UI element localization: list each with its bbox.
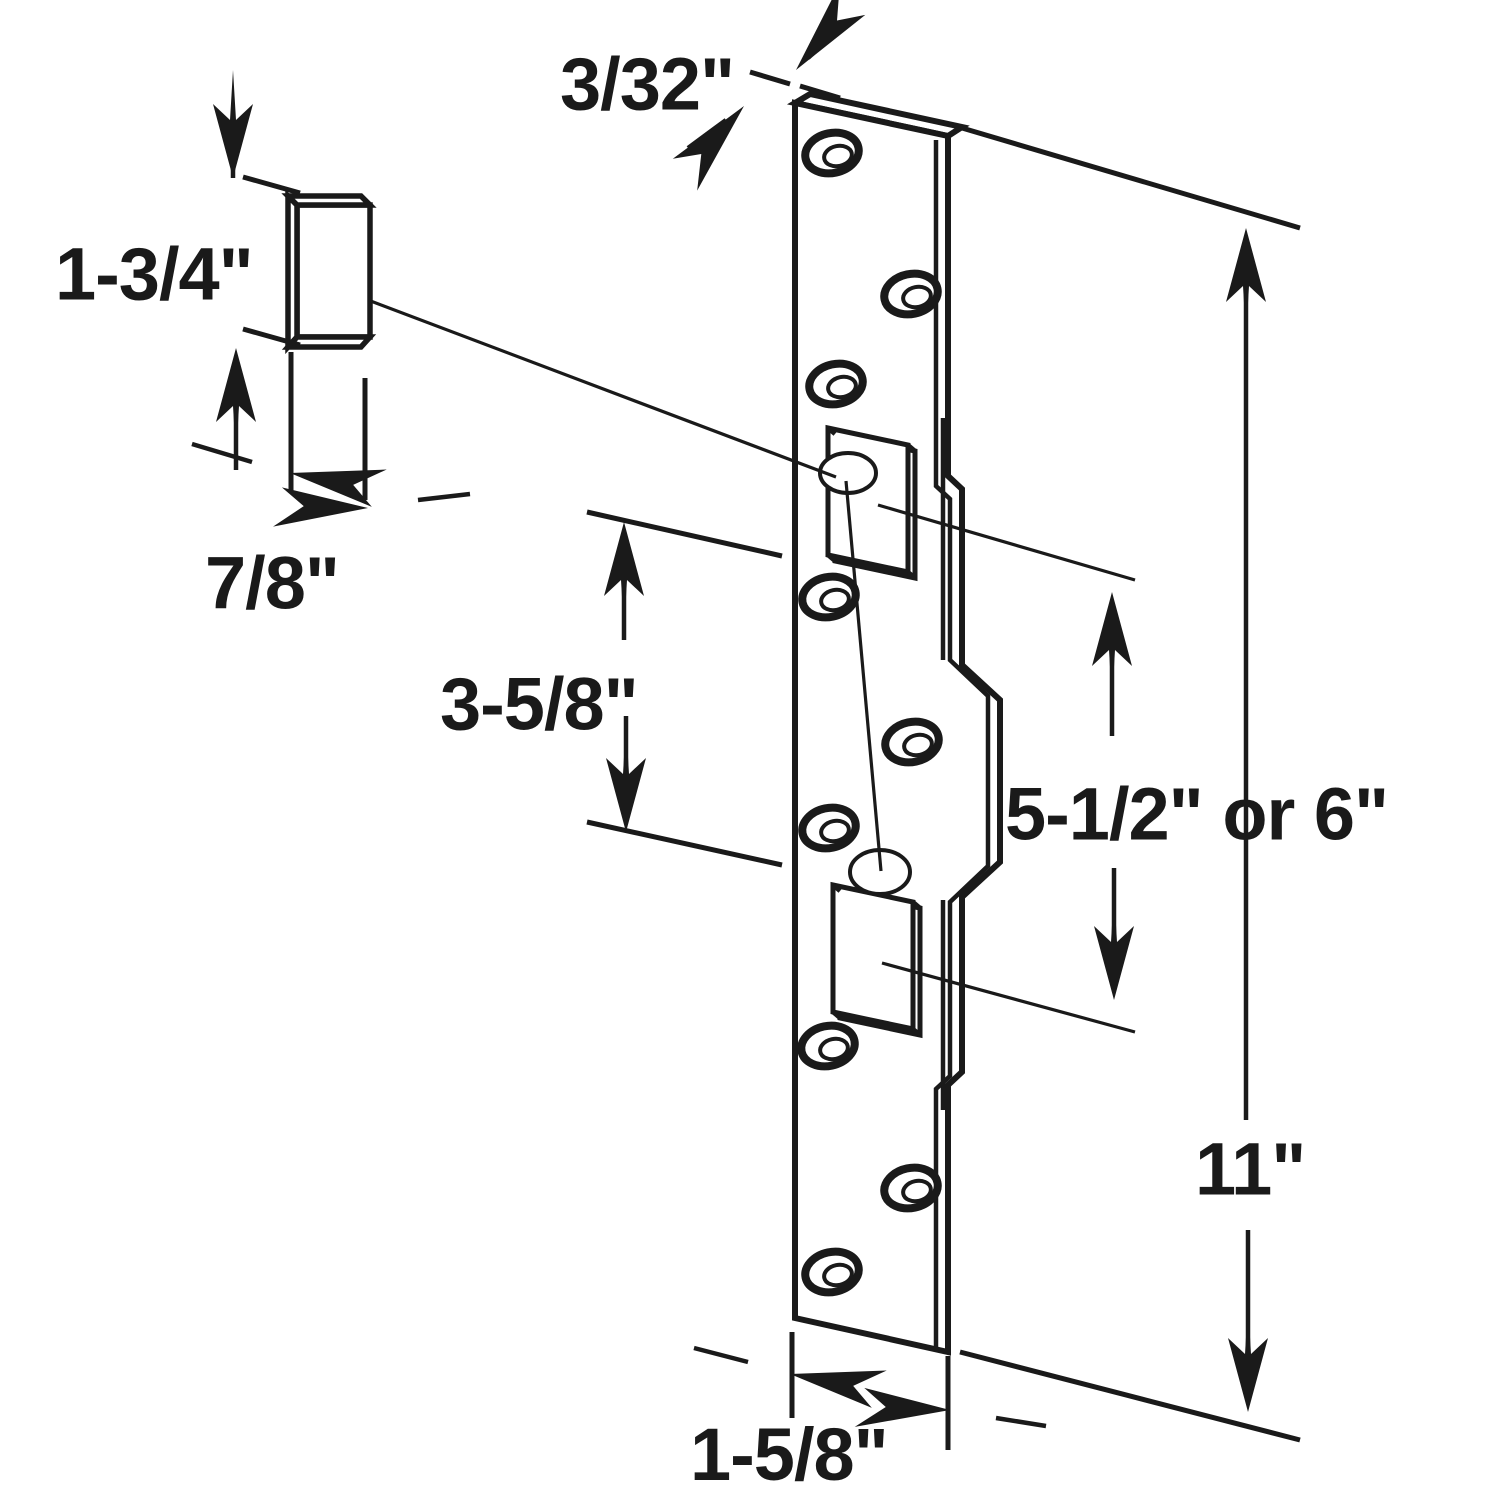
thickness-tick-left (749, 69, 791, 87)
screw-hole (801, 1247, 863, 1297)
dimension-overall-length: 11" (959, 125, 1306, 1443)
overall-length-ext-top (961, 125, 1301, 231)
dimension-detail-width: 7/8" (191, 352, 471, 625)
detail-height-ext-bottom (242, 326, 301, 348)
detail-back-face (294, 202, 373, 340)
label-plate-width: 1-5/8" (690, 1413, 888, 1496)
bore-projection-line (844, 480, 883, 872)
detail-width-dimline-right (417, 491, 471, 503)
label-thickness: 3/32" (560, 43, 734, 126)
screw-hole (881, 717, 943, 767)
label-cutout-spacing: 3-5/8" (440, 663, 638, 746)
screw-hole-group (797, 128, 943, 1297)
latch-cutout-upper-front (825, 424, 911, 576)
detail-top-face (281, 193, 377, 208)
detail-height-ext-top (242, 174, 301, 196)
thickness-tick-right (799, 83, 841, 101)
latch-cutout-lower (830, 848, 923, 1039)
screw-hole (797, 1021, 859, 1071)
screw-hole (880, 269, 942, 319)
dimension-thickness: 3/32" (560, 0, 869, 191)
screw-hole (798, 803, 860, 853)
label-cutout-offset: 5-1/2" or 6" (1005, 773, 1388, 856)
latch-cutout-upper (818, 424, 918, 582)
overall-length-ext-bottom (959, 1349, 1301, 1443)
screw-hole (805, 359, 867, 409)
label-detail-width: 7/8" (205, 542, 339, 625)
plate-width-dimline-right (995, 1415, 1047, 1429)
screw-hole (801, 128, 863, 178)
latch-cutout-lower-front (830, 881, 916, 1033)
detail-side-face (285, 189, 300, 355)
upper-cutout-leader (877, 503, 1136, 582)
label-detail-height: 1-3/4" (55, 233, 253, 316)
lower-cutout-leader (881, 961, 1136, 1034)
detail-width-dimline-left (191, 441, 253, 465)
cutout-spacing-ext-top (586, 509, 783, 559)
dimension-cutout-offset: 5-1/2" or 6" (1005, 592, 1389, 1000)
plate-width-dimline-left (693, 1345, 749, 1365)
detail-leader-line (367, 298, 837, 479)
dimension-cutout-spacing: 3-5/8" (440, 509, 783, 868)
plate-bottom-edge (794, 1315, 949, 1355)
cutout-spacing-ext-bottom (586, 819, 783, 868)
label-overall-length: 11" (1195, 1128, 1305, 1211)
screw-hole (880, 1163, 942, 1213)
dimension-detail-height: 1-3/4" (55, 70, 301, 470)
cross-section-detail (281, 189, 377, 355)
detail-bottom-face (281, 334, 377, 350)
dimension-plate-width: 1-5/8" (690, 1332, 1047, 1496)
